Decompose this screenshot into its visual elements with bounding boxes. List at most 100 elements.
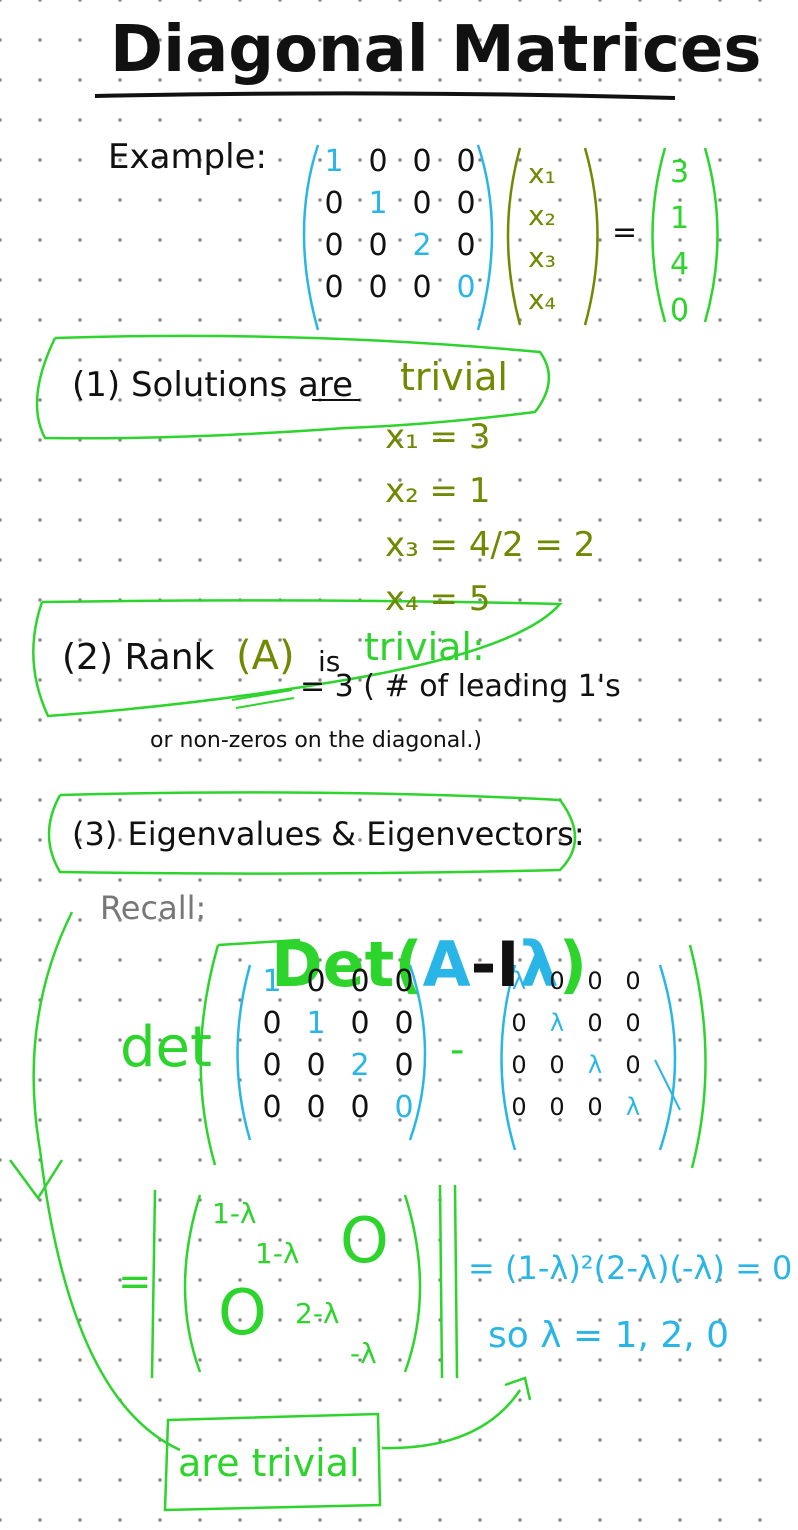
det-matrix-a: 1 0 0 0 0 1 0 0 0 0 2 0 0 0 0 0 <box>250 960 426 1128</box>
zero-lower: O <box>218 1276 267 1349</box>
det-word: Det <box>271 928 395 1001</box>
det-open-paren: ( <box>394 928 423 1001</box>
recall-label: Recall: <box>100 889 207 927</box>
are-trivial-label: are trivial <box>178 1441 360 1485</box>
characteristic-polynomial: = (1-λ)²(2-λ)(-λ) = 0 <box>468 1249 793 1287</box>
det-lambda: λ <box>519 928 559 1001</box>
box-point3 <box>47 791 577 875</box>
matrix-cell: 2 <box>412 227 432 263</box>
roots-arrow <box>381 1389 522 1450</box>
matrix-cell: 0 <box>324 227 344 263</box>
solution-line: x₄ = 5 <box>385 579 491 619</box>
matrix-cell: 0 <box>511 1009 527 1037</box>
matrix-cell: 0 <box>394 1089 414 1125</box>
point2-is: is <box>318 645 341 678</box>
det-close-paren: ) <box>558 928 588 1001</box>
matrix-cell: 0 <box>350 1089 370 1125</box>
equals-sign: = <box>612 215 638 250</box>
matrix-cell: 0 <box>549 1051 565 1079</box>
page-title: Diagonal Matrices <box>110 13 762 87</box>
det-minus: - <box>470 928 497 1001</box>
matrix-cell: 0 <box>625 1009 641 1037</box>
matrix-cell: 0 <box>394 963 414 999</box>
point1-text: (1) Solutions are <box>72 365 353 405</box>
solution-line: x₁ = 3 <box>385 417 491 457</box>
x-entry: x₁ <box>528 157 556 190</box>
matrix-cell: 2 <box>350 1047 370 1083</box>
matrix-cell: 0 <box>306 963 326 999</box>
x-entry: x₂ <box>528 199 556 232</box>
point2-text: (2) Rank <box>62 637 215 678</box>
matrix-cell: 0 <box>324 185 344 221</box>
matrix-cell: 0 <box>511 1093 527 1121</box>
box-point1 <box>35 334 551 440</box>
solutions-list: x₁ = 3 x₂ = 1 x₃ = 4/2 = 2 x₄ = 5 <box>385 420 595 616</box>
matrix-cell: λ <box>587 1051 603 1079</box>
b-vector: 3 1 4 0 <box>670 158 689 326</box>
b-entry: 4 <box>670 247 690 282</box>
b-entry: 0 <box>670 293 690 328</box>
diag-entry: 1-λ <box>212 1197 257 1230</box>
x-entry: x₃ <box>528 241 556 274</box>
solution-line: x₂ = 1 <box>385 471 491 511</box>
matrix-cell: 0 <box>549 967 565 995</box>
det-identity: I <box>496 928 520 1001</box>
matrix-cell: 0 <box>324 269 344 305</box>
matrix-cell: 0 <box>412 269 432 305</box>
matrix-cell: 0 <box>350 963 370 999</box>
point2-emph: trivial: <box>364 625 485 669</box>
point2-arg: (A) <box>236 633 295 679</box>
matrix-cell: 0 <box>262 1047 282 1083</box>
lambda-matrix: λ 0 0 0 0 λ 0 0 0 0 λ 0 0 0 0 λ <box>500 960 652 1128</box>
rank-line1: = 3 ( # of leading 1's <box>300 669 621 704</box>
solution-line: x₃ = 4/2 = 2 <box>385 525 596 565</box>
matrix-cell: λ <box>549 1009 565 1037</box>
zero-upper: O <box>340 1204 389 1277</box>
matrix-cell: λ <box>511 967 527 995</box>
matrix-cell: 0 <box>587 967 603 995</box>
example-matrix: 1 0 0 0 0 1 0 0 0 0 2 0 0 0 0 0 <box>312 140 488 308</box>
matrix-cell: λ <box>625 1093 641 1121</box>
point1-emph: trivial <box>400 355 508 399</box>
matrix-cell: 0 <box>262 1005 282 1041</box>
diag-entry: 1-λ <box>255 1237 300 1270</box>
diag-entry: -λ <box>350 1337 377 1370</box>
diag-entry: 2-λ <box>295 1297 340 1330</box>
result-equals: = <box>118 1259 152 1305</box>
det-a: A <box>422 928 471 1001</box>
matrix-cell: 1 <box>306 1005 326 1041</box>
eigenvalue-roots: so λ = 1, 2, 0 <box>488 1315 730 1356</box>
matrix-cell: 0 <box>587 1009 603 1037</box>
matrix-cell: 0 <box>511 1051 527 1079</box>
matrix-cell: 0 <box>368 269 388 305</box>
box-are-trivial <box>163 1412 382 1512</box>
matrix-cell: 0 <box>412 185 432 221</box>
b-entry: 3 <box>670 155 690 190</box>
b-entry: 1 <box>670 201 690 236</box>
matrix-cell: 0 <box>625 1051 641 1079</box>
matrix-cell: 0 <box>625 967 641 995</box>
det-label: det <box>120 1015 212 1080</box>
matrix-cell: 0 <box>368 143 388 179</box>
matrix-cell: 1 <box>324 143 344 179</box>
point3-text: (3) Eigenvalues & Eigenvectors: <box>72 815 585 853</box>
matrix-cell: 1 <box>262 963 282 999</box>
matrix-cell: 0 <box>306 1089 326 1125</box>
matrix-cell: 0 <box>456 227 476 263</box>
det-formula: Det(A-Iλ) <box>228 872 587 996</box>
matrix-cell: 1 <box>368 185 388 221</box>
matrix-cell: 0 <box>412 143 432 179</box>
rank-line2: or non-zeros on the diagonal.) <box>150 728 482 753</box>
example-label: Example: <box>108 137 267 177</box>
left-arrow <box>32 911 181 1452</box>
x-entry: x₄ <box>528 283 556 316</box>
box-point2 <box>32 599 563 718</box>
matrix-cell: 0 <box>587 1093 603 1121</box>
det-minus-sign: - <box>450 1027 465 1073</box>
matrix-cell: 0 <box>368 227 388 263</box>
matrix-cell: 0 <box>549 1093 565 1121</box>
matrix-cell: 0 <box>394 1005 414 1041</box>
matrix-cell: 0 <box>456 143 476 179</box>
matrix-cell: 0 <box>394 1047 414 1083</box>
